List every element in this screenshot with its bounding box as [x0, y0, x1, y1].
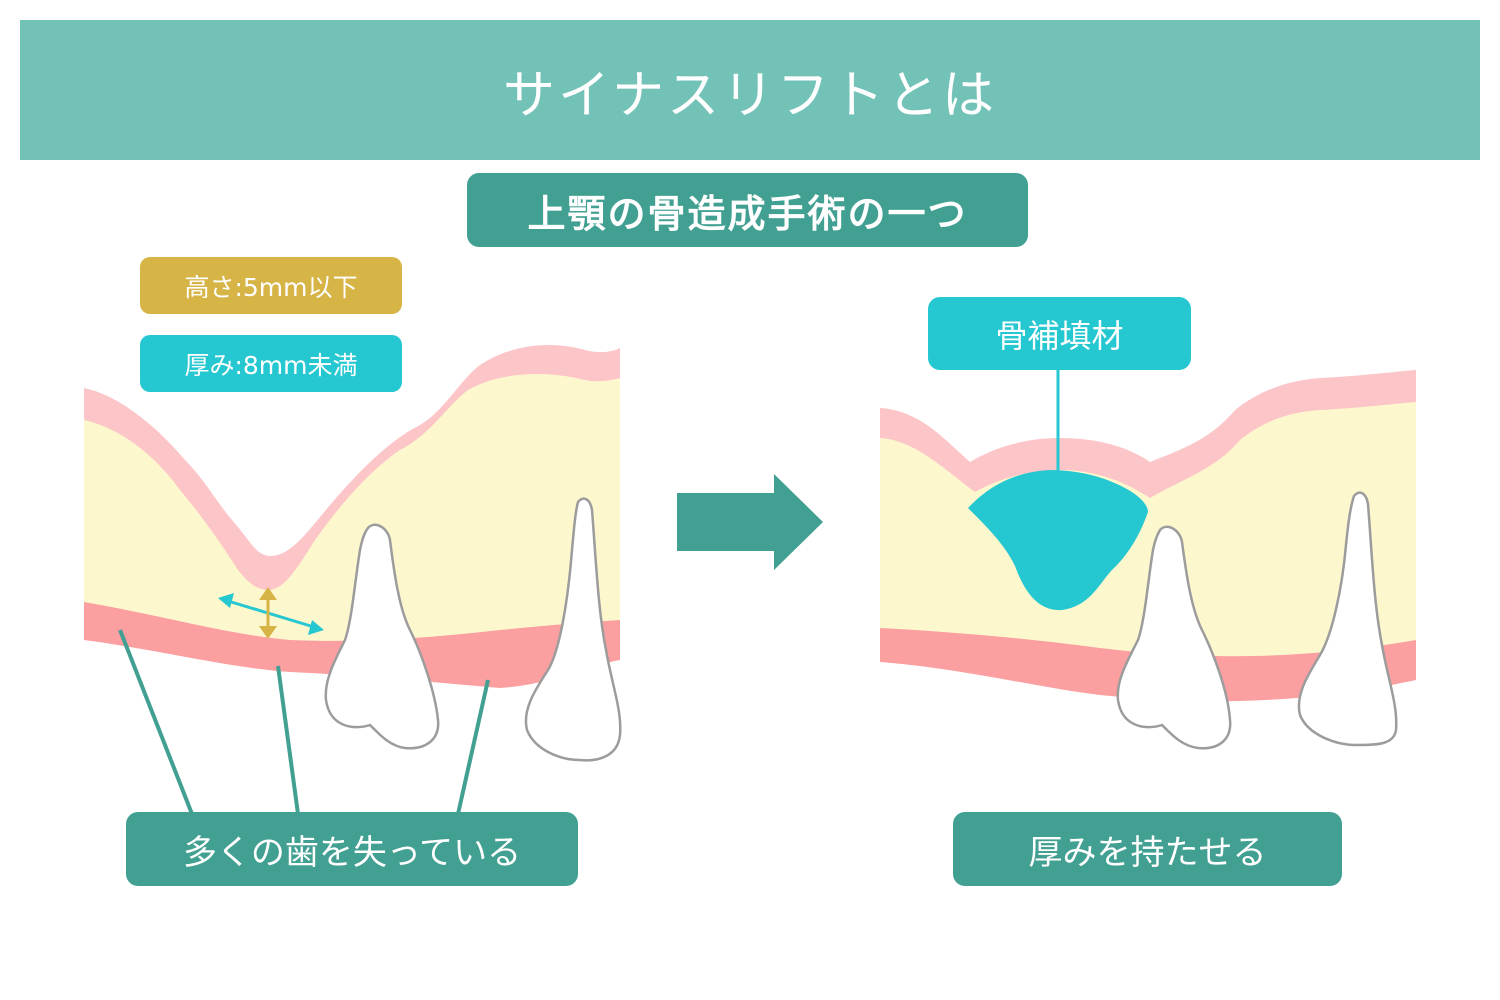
leader-lines	[118, 629, 490, 815]
tooth-left-1	[324, 523, 440, 750]
height-tag: 高さ:5mm以下	[140, 257, 402, 314]
caption-after: 厚みを持たせる	[953, 812, 1342, 886]
right-arrow-icon	[677, 474, 823, 570]
thickness-arrow-icon	[218, 593, 324, 635]
thickness-tag: 厚み:8mm未満	[140, 335, 402, 392]
tooth-left-2	[524, 497, 622, 762]
height-arrow-icon	[259, 587, 277, 639]
bone-graft-label: 骨補填材	[928, 297, 1191, 370]
tooth-right-1	[1116, 525, 1232, 750]
caption-before: 多くの歯を失っている	[126, 812, 578, 886]
tooth-right-2	[1297, 491, 1398, 747]
header-banner: サイナスリフトとは	[20, 20, 1480, 160]
bone-graft-material	[968, 470, 1148, 611]
subtitle-badge: 上顎の骨造成手術の一つ	[467, 173, 1028, 247]
page-title: サイナスリフトとは	[503, 65, 997, 126]
